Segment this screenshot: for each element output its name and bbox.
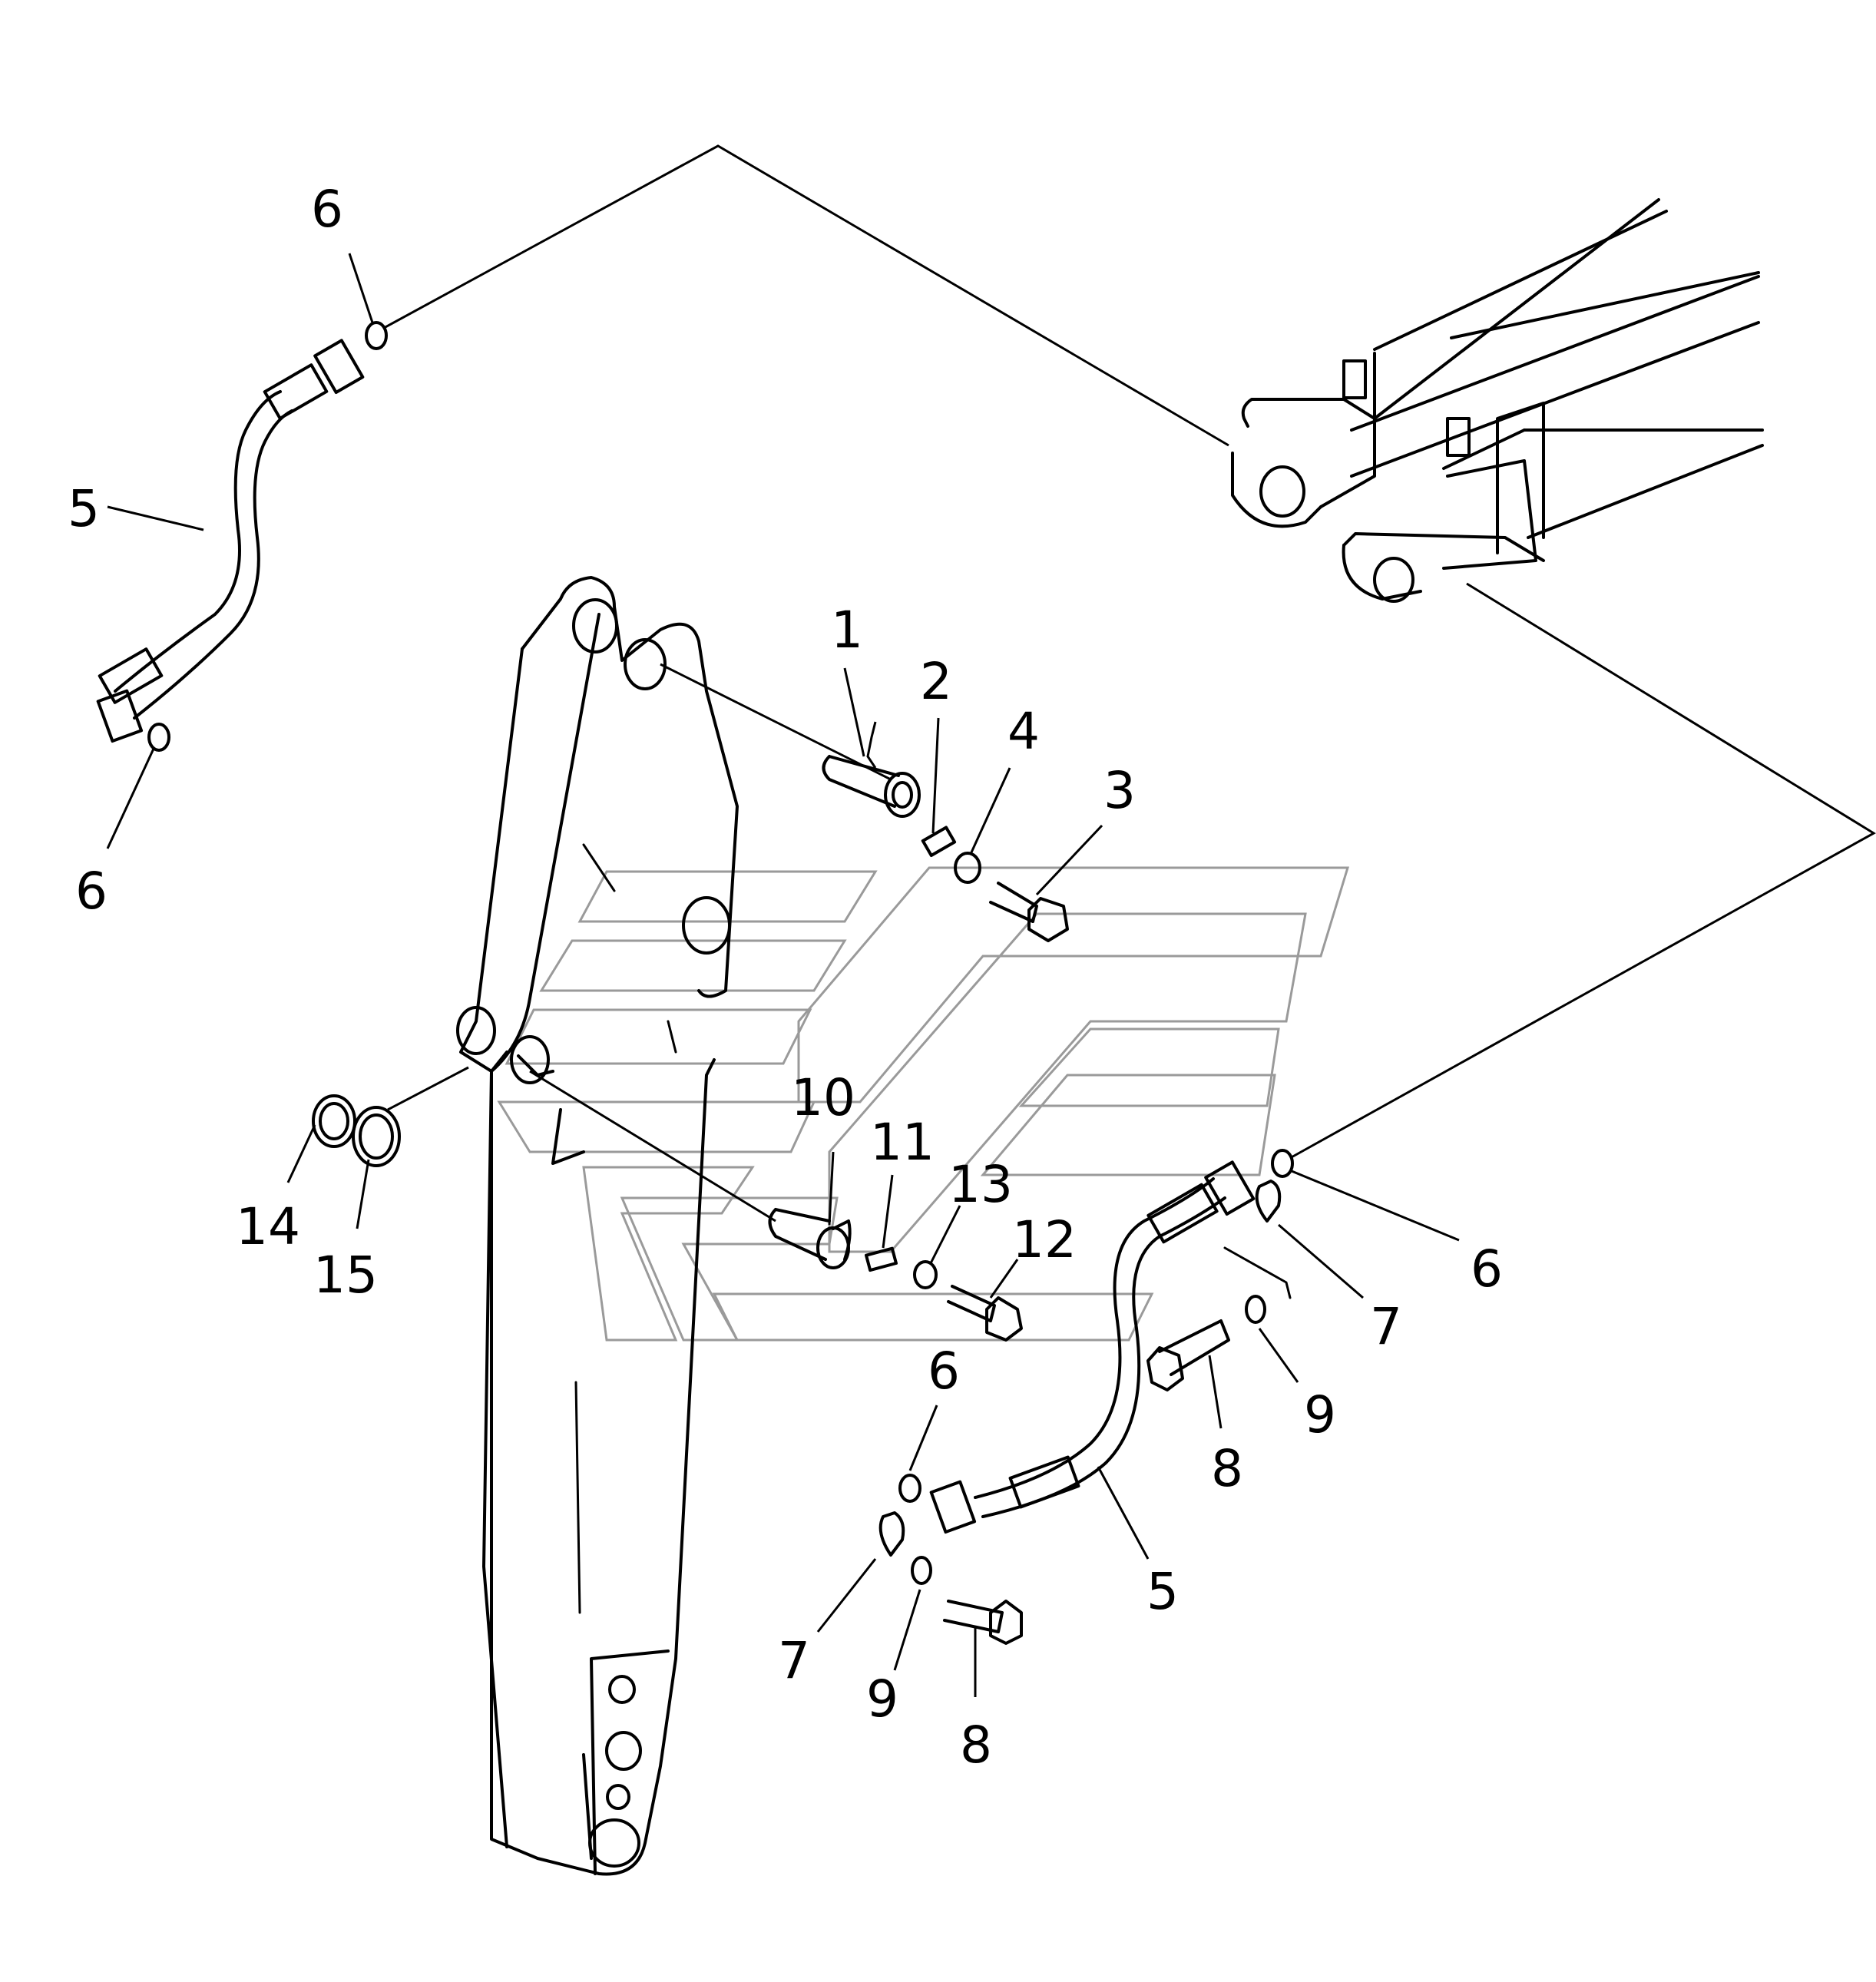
callout-12: 12 [1012, 1210, 1077, 1269]
callout-9-bottom: 9 [866, 1669, 898, 1729]
pin-1 [822, 755, 921, 818]
pin-10 [768, 1208, 852, 1269]
seal-14 [312, 1094, 356, 1148]
callout-3: 3 [1103, 761, 1136, 820]
watermark-logo [497, 866, 1350, 1342]
seal-15 [352, 1106, 401, 1167]
callout-14: 14 [236, 1197, 300, 1256]
callout-10: 10 [791, 1068, 855, 1127]
bolt-3 [989, 882, 1069, 942]
callout-11: 11 [870, 1113, 935, 1172]
key-2 [921, 826, 957, 858]
callout-2: 2 [920, 652, 952, 711]
callout-5-top: 5 [68, 479, 100, 538]
callout-6-right: 6 [1471, 1239, 1503, 1299]
callouts: 6 5 6 1 2 4 3 10 11 13 12 14 15 6 7 6 9 … [68, 180, 1503, 1775]
hose-top [96, 321, 388, 752]
callout-7-right: 7 [1370, 1297, 1402, 1356]
callout-8-right: 8 [1211, 1439, 1243, 1498]
callout-6-bottom: 6 [928, 1342, 960, 1401]
callout-13: 13 [948, 1155, 1013, 1214]
callout-15: 15 [313, 1246, 378, 1305]
callout-7-bottom: 7 [778, 1631, 810, 1690]
callout-6-left: 6 [75, 862, 108, 921]
washer-13 [913, 1260, 938, 1289]
callout-1: 1 [831, 601, 863, 660]
hose-bottom [878, 1149, 1294, 1645]
callout-5-bottom: 5 [1146, 1562, 1179, 1621]
key-11 [864, 1246, 898, 1272]
assembly-lines [106, 144, 1876, 1697]
washer-4 [954, 852, 981, 884]
arm [456, 576, 739, 1876]
callout-6-top: 6 [311, 180, 343, 239]
callout-9-right: 9 [1304, 1385, 1336, 1444]
bolt-12 [947, 1285, 1023, 1342]
boom-upper [1231, 198, 1764, 603]
callout-4: 4 [1007, 702, 1040, 761]
callout-8-bottom: 8 [960, 1716, 992, 1775]
